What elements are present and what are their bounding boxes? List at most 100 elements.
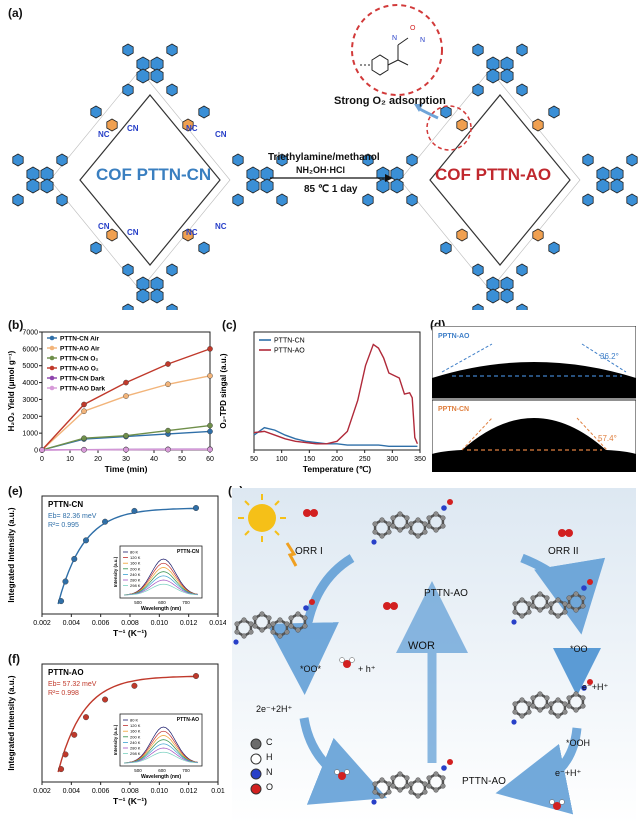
water-molecule	[549, 799, 565, 810]
legend-h: H	[266, 752, 273, 762]
mechanism-panel	[232, 488, 636, 824]
inset-x-tick: 700	[182, 600, 190, 605]
y-tick-label: 7000	[22, 330, 38, 337]
inset-legend-label: 200 K	[130, 734, 141, 739]
pyrene-ring	[486, 68, 500, 84]
inset-x-tick: 600	[158, 600, 166, 605]
phenyl-ring	[472, 303, 484, 310]
label-oo-star: *OO	[570, 644, 588, 654]
x-tick-label: 0.008	[121, 788, 139, 795]
y-tick-label: 0	[34, 448, 38, 455]
inset-x-tick: 500	[134, 768, 142, 773]
x-tick-label: 350	[414, 456, 426, 463]
contact-bottom-angle: 57.4°	[598, 434, 617, 443]
phenyl-ring	[166, 43, 178, 57]
legend-label: PTTN-AO	[274, 348, 305, 355]
cn-label-8: NC	[186, 228, 198, 237]
panel-f-label: (f)	[8, 652, 20, 666]
fit-curve	[57, 507, 198, 605]
phenyl-ring	[362, 193, 374, 207]
phenyl-ring	[626, 153, 638, 167]
linker-phenyl	[198, 105, 210, 119]
pyrene-ring	[246, 178, 260, 194]
x-tick-label: 10	[66, 456, 74, 463]
reagent-line3: 85 ℃ 1 day	[304, 184, 358, 195]
contact-top-label: PPTN-AO	[438, 333, 470, 340]
data-point	[207, 346, 213, 352]
x-axis-label: Time (min)	[105, 464, 148, 474]
label-pttn-ao-top: PTTN-AO	[424, 588, 468, 599]
linker-phenyl	[548, 105, 560, 119]
phenyl-ring	[362, 153, 374, 167]
phenyl-ring	[276, 193, 288, 207]
inset-legend-label: 120 K	[130, 723, 141, 728]
x-tick-label: 150	[303, 456, 315, 463]
panel-a-label: (a)	[8, 6, 23, 20]
x-axis-label: T⁻¹ (K⁻¹)	[113, 796, 147, 806]
annotation-r2: R²= 0.998	[48, 690, 79, 697]
phenyl-ring	[166, 83, 178, 97]
linker-ring	[456, 228, 468, 242]
right-cof-framework	[399, 69, 581, 291]
cn-label-7: CN	[127, 228, 139, 237]
inset-xlabel: Wavelength (nm)	[141, 606, 181, 612]
svg-text:O: O	[410, 25, 416, 32]
linker-phenyl	[440, 241, 452, 255]
linker-phenyl	[90, 105, 102, 119]
phenyl-ring	[516, 303, 528, 310]
inset-spectrum	[123, 562, 199, 596]
phenyl-ring	[582, 193, 594, 207]
molecule-ooo-star	[233, 599, 315, 645]
x-tick-label: 100	[276, 456, 288, 463]
molecule-pttn-ao-top	[371, 499, 453, 545]
phenyl-ring	[122, 263, 134, 277]
phenyl-ring	[516, 43, 528, 57]
phenyl-ring	[582, 153, 594, 167]
y-tick-label: 4000	[22, 380, 38, 387]
legend-label: PTTN-AO Air	[60, 346, 100, 353]
label-left-step: 2e⁻+2H⁺	[256, 704, 293, 714]
o2-molecule	[383, 602, 398, 610]
x-tick-label: 0.010	[151, 788, 169, 795]
sun-icon	[248, 504, 276, 532]
phenyl-ring	[56, 153, 68, 167]
left-cof-framework	[49, 69, 231, 291]
series-line	[253, 343, 419, 445]
data-point	[165, 446, 171, 453]
pyrene-ring	[390, 178, 404, 194]
data-point	[81, 435, 87, 441]
data-point	[71, 731, 78, 738]
cn-label-3: NC	[186, 124, 198, 133]
legend-marker	[49, 355, 55, 361]
contact-top-angle: 36.2°	[600, 352, 619, 361]
label-orr1: ORR I	[295, 546, 323, 557]
contact-angle-panel	[432, 326, 636, 472]
inset-legend-label: 80 K	[130, 550, 139, 555]
label-ooo-star: *OO*	[300, 664, 322, 674]
pyrene-ring	[596, 178, 610, 194]
cn-label-4: CN	[215, 130, 227, 139]
x-tick-label: 0.006	[92, 620, 110, 627]
legend-c: C	[266, 737, 273, 747]
phenyl-ring	[406, 153, 418, 167]
data-point	[81, 408, 87, 415]
annotation-eb: Eb= 82.36 meV	[48, 513, 97, 520]
inset-spectrum	[123, 747, 199, 764]
x-tick-label: 0.006	[92, 788, 110, 795]
linker-phenyl	[440, 105, 452, 119]
linker-ring	[106, 228, 118, 242]
data-point	[192, 673, 199, 680]
inset-spectrum	[123, 579, 199, 596]
data-point	[131, 507, 138, 514]
legend-n: N	[266, 767, 273, 777]
data-point	[207, 373, 213, 379]
data-point	[123, 379, 129, 386]
legend-label: PTTN-AO Dark	[60, 386, 106, 393]
chart-title: PTTN-AO	[48, 668, 84, 677]
data-point	[81, 447, 87, 453]
left-cof-title: COF PTTN-CN	[96, 165, 212, 184]
inset-spectrum	[123, 571, 199, 596]
pyrene-ring	[136, 288, 150, 304]
